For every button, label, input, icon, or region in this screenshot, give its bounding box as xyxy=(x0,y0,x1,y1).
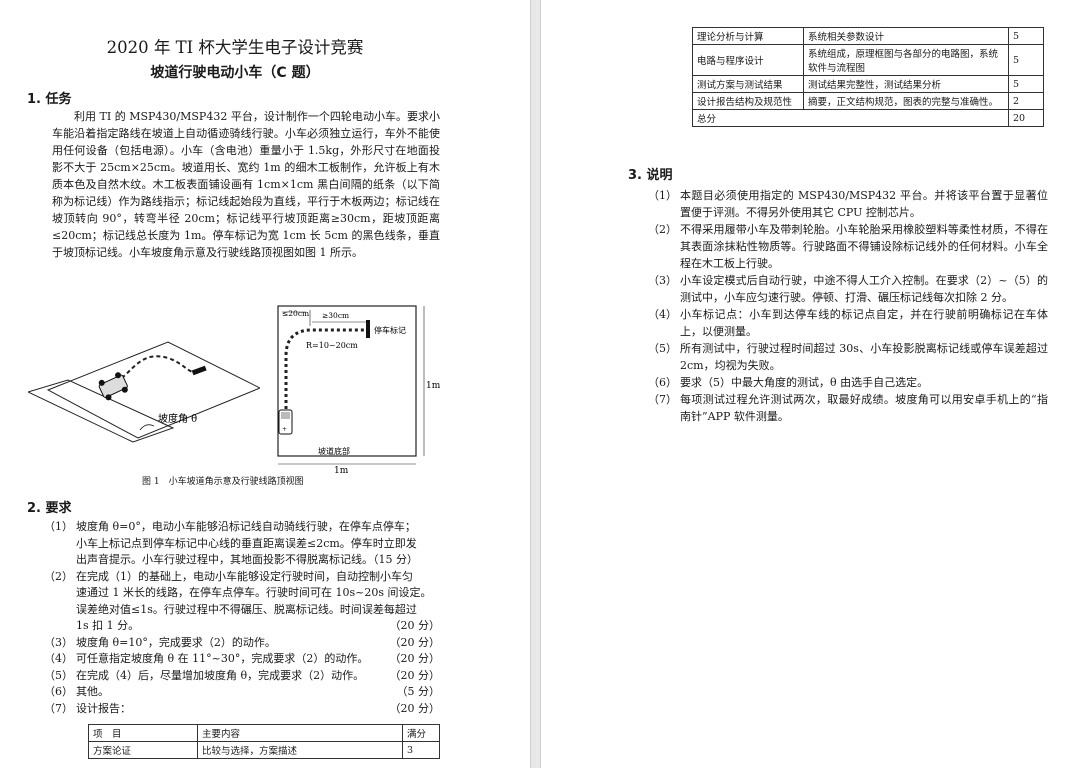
right-page: 理论分析与计算 系统相关参数设计 5 电路与程序设计 系统组成，原理框图与各部分… xyxy=(541,0,1074,768)
left-page: 2020 年 TI 杯大学生电子设计竞赛 坡道行驶电动小车（C 题） 1. 任务… xyxy=(0,0,530,768)
bottom-length-label: 1m xyxy=(334,466,349,476)
stop-mark-label: 停车标记 xyxy=(374,325,406,335)
requirement-item: （5） 在完成（4）后，尽量增加坡度角 θ，完成要求（2）动作。（20 分） xyxy=(44,668,440,682)
turn-radius-label: R=10~20cm xyxy=(306,341,358,350)
note-item: （7）每项测试过程允许测试两次，取最好成绩。坡度角可以用安卓手机上的“指南针”A… xyxy=(648,393,1048,423)
slope-diagram: 坡度角 θ xyxy=(28,341,260,443)
task-heading: 1. 任务 xyxy=(27,92,72,107)
task-body: 利用 TI 的 MSP430/MSP432 平台，设计制作一个四轮电动小车。要求… xyxy=(52,110,440,259)
requirements-heading: 2. 要求 xyxy=(27,501,72,516)
note-item: （6）要求（5）中最大角度的测试，θ 由选手自己选定。 xyxy=(648,376,929,389)
document-subtitle: 坡道行驶电动小车（C 题） xyxy=(150,65,320,81)
notes-heading: 3. 说明 xyxy=(628,168,673,183)
note-item: （3）小车设定模式后自动行驶，中途不得人工介入控制。在要求（2）~（5）的测试中… xyxy=(648,274,1048,304)
dim-parallel-distance: ≥30cm xyxy=(322,311,349,320)
figure-caption: 图 1 小车坡道角示意及行驶线路顶视图 xyxy=(142,477,304,487)
notes-list: （1）本题目必须使用指定的 MSP430/MSP432 平台。并将该平台置于显著… xyxy=(648,187,1048,425)
note-item: （1）本题目必须使用指定的 MSP430/MSP432 平台。并将该平台置于显著… xyxy=(648,189,1048,219)
dim-top-distance: ≤20cm xyxy=(282,309,309,318)
requirement-item: （3） 坡度角 θ=10°，完成要求（2）的动作。（20 分） xyxy=(44,635,440,649)
svg-text:+: + xyxy=(282,426,287,433)
table-row: 电路与程序设计 系统组成，原理框图与各部分的电路图，系统软件与流程图 5 xyxy=(692,44,1044,76)
page-separator xyxy=(530,0,541,768)
requirement-item: （7） 设计报告：（20 分） xyxy=(44,701,440,715)
slope-angle-label: 坡度角 θ xyxy=(158,412,197,425)
requirement-item: （4） 可任意指定坡度角 θ 在 11°~30°，完成要求（2）的动作。（20 … xyxy=(44,652,440,665)
requirement-item: （6） 其他。（5 分） xyxy=(44,685,440,698)
report-table-part1: 项 目 主要内容 满分 方案论证 比较与选择，方案描述 3 xyxy=(88,724,440,759)
table-row: 方案论证 比较与选择，方案描述 3 xyxy=(88,741,440,759)
table-row: 测试方案与测试结果 测试结果完整性，测试结果分析 5 xyxy=(692,75,1044,93)
requirement-item: （1） 坡度角 θ=0°，电动小车能够沿标记线自动骑线行驶，在停车点停车； 小车… xyxy=(44,520,418,566)
report-table-part2: 理论分析与计算 系统相关参数设计 5 电路与程序设计 系统组成，原理框图与各部分… xyxy=(692,27,1044,127)
note-item: （5）所有测试中，行驶过程时间超过 30s、小车投影脱离标记线或停车误差超过 2… xyxy=(648,342,1048,372)
requirements-list: （1） 坡度角 θ=0°，电动小车能够沿标记线自动骑线行驶，在停车点停车； 小车… xyxy=(44,519,440,717)
requirement-item: （2） 在完成（1）的基础上，电动小车能够设定行驶时间，自动控制小车匀 速通过 … xyxy=(44,569,440,633)
table-row: 设计报告结构及规范性 摘要，正文结构规范，图表的完整与准确性。 2 xyxy=(692,92,1044,110)
note-item: （4）小车标记点：小车到达停车线的标记点自定，并在行驶前明确标记在车体上，以便测… xyxy=(648,308,1048,338)
route-top-view: ≤20cm ≥30cm 停车标记 R=10~20cm + 1m 坡道底部 1m xyxy=(277,305,441,476)
document-title: 2020 年 TI 杯大学生电子设计竞赛 xyxy=(106,38,364,57)
side-length-label: 1m xyxy=(426,381,441,391)
table-row: 总分 20 xyxy=(692,109,1044,127)
note-item: （2）不得采用履带小车及带刺轮胎。小车轮胎采用橡胶塑料等柔性材质，不得在其表面涂… xyxy=(648,223,1048,270)
table-row: 理论分析与计算 系统相关参数设计 5 xyxy=(692,27,1044,45)
slope-bottom-label: 坡道底部 xyxy=(318,446,350,456)
